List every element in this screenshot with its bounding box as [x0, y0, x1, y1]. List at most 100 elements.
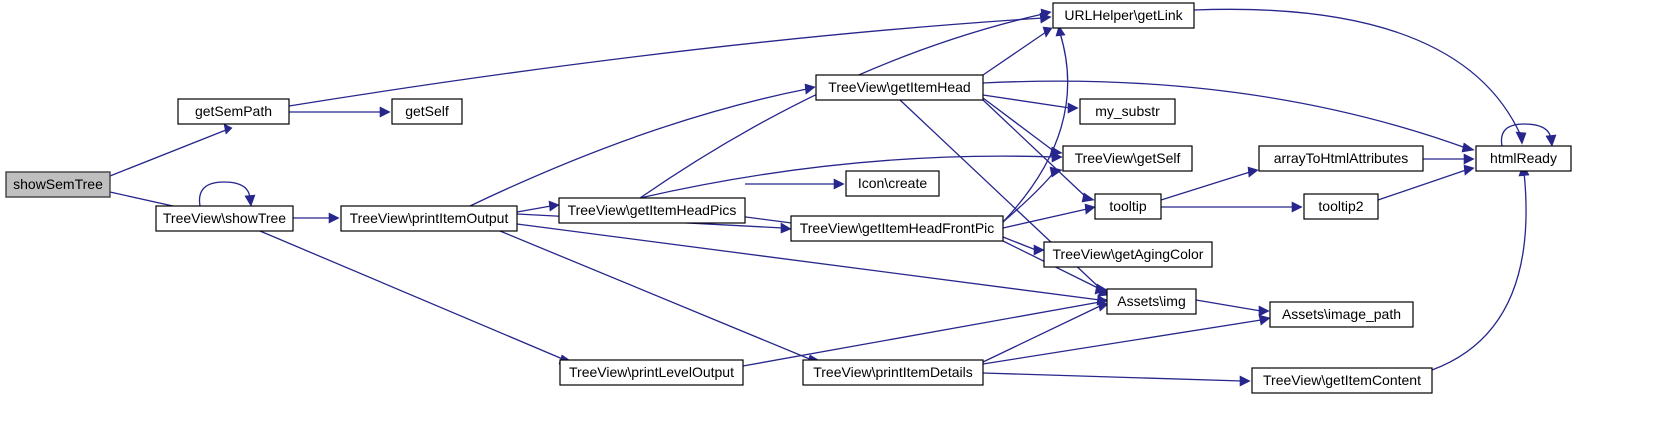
node-getItemHead[interactable]: TreeView\getItemHead	[815, 74, 984, 101]
arrow-head-icon	[1094, 283, 1108, 295]
arrow-head-icon	[1033, 244, 1045, 256]
arrow-head-icon	[1042, 26, 1053, 38]
arrow-head-icon	[379, 106, 391, 118]
node-printItemOutput[interactable]: TreeView\printItemOutput	[340, 205, 518, 232]
node-box-getAgingColor[interactable]	[1043, 241, 1213, 268]
node-box-printItemOutput[interactable]	[340, 205, 518, 232]
node-box-assetsImg[interactable]	[1106, 288, 1197, 315]
node-box-htmlReady[interactable]	[1475, 145, 1572, 172]
node-getSelf[interactable]: getSelf	[391, 98, 463, 125]
node-box-getItemHead[interactable]	[815, 74, 984, 101]
node-box-tooltip[interactable]	[1094, 193, 1162, 220]
edge-getSemPath-to-getSelf	[289, 106, 391, 118]
arrow-head-icon	[1049, 166, 1063, 178]
arrow-head-icon	[223, 123, 233, 135]
node-box-printLevelOutput[interactable]	[559, 359, 744, 386]
arrow-head-icon	[1545, 134, 1557, 147]
node-iconCreate[interactable]: Icon\create	[845, 170, 940, 197]
edge-printItemOutput-to-getItemHeadPics	[516, 200, 560, 213]
arrow-head-icon	[1461, 142, 1475, 153]
edge-getItemHeadPics-to-iconCreate	[745, 178, 845, 190]
edge-showTree-to-printLevelOutput	[259, 230, 573, 365]
node-getLink[interactable]: URLHelper\getLink	[1052, 2, 1195, 29]
edge-showTree-to-printItemOutput	[293, 212, 340, 224]
edge-printItemDetails-to-assetsImg	[982, 300, 1109, 363]
node-getItemHeadPics[interactable]: TreeView\getItemHeadPics	[558, 197, 746, 224]
arrow-head-icon	[1084, 203, 1096, 215]
edge-tooltip2-to-htmlReady	[1377, 164, 1475, 201]
node-getItemContent[interactable]: TreeView\getItemContent	[1251, 367, 1433, 394]
node-box-getItemHeadPics[interactable]	[558, 197, 746, 224]
node-getAgingColor[interactable]: TreeView\getAgingColor	[1043, 241, 1213, 268]
node-box-getSelfTV[interactable]	[1062, 145, 1193, 172]
edge-getItemHead-to-mySubstr	[982, 94, 1079, 114]
node-layer: showSemTree getSemPath getSelfTreeView\sho…	[5, 2, 1572, 394]
edge-printItemDetails-to-getItemContent	[982, 372, 1251, 387]
node-box-getSelf[interactable]	[391, 98, 463, 125]
node-box-getLink[interactable]	[1052, 2, 1195, 29]
node-tooltip2[interactable]: tooltip2	[1303, 193, 1379, 220]
edge-printLevelOutput-to-assetsImg	[742, 296, 1109, 367]
node-assetsImagePath[interactable]: Assets\image_path	[1269, 301, 1414, 328]
arrow-head-icon	[1258, 305, 1270, 317]
arrow-head-icon	[1081, 192, 1095, 203]
arrow-head-icon	[1258, 314, 1271, 326]
node-box-iconCreate[interactable]	[845, 170, 940, 197]
edge-getItemHeadFront-to-tooltip	[1002, 203, 1096, 229]
edge-arrayToHtml-to-htmlReady	[1423, 153, 1475, 165]
edge-layer	[109, 8, 1557, 387]
edge-getItemHead-to-getSelfTV	[982, 97, 1063, 157]
arrow-head-icon	[328, 212, 340, 224]
node-box-tooltip2[interactable]	[1303, 193, 1379, 220]
node-assetsImg[interactable]: Assets\img	[1106, 288, 1197, 315]
node-showSemTree[interactable]: showSemTree	[5, 171, 111, 198]
arrow-head-icon	[1040, 8, 1052, 20]
node-getItemHeadFront[interactable]: TreeView\getItemHeadFrontPic	[790, 215, 1004, 242]
edge-showSemTree-to-getSemPath	[109, 123, 233, 177]
edge-htmlReady-to-htmlReady	[1500, 123, 1557, 147]
edge-assetsImg-to-assetsImagePath	[1195, 299, 1270, 317]
arrow-head-icon	[548, 200, 560, 212]
node-box-printItemDetails[interactable]	[802, 359, 984, 386]
arrow-head-icon	[1067, 102, 1079, 114]
arrow-head-icon	[1463, 153, 1475, 165]
node-htmlReady[interactable]: htmlReady	[1475, 145, 1572, 172]
edge-getItemHead-to-getLink	[982, 26, 1053, 76]
arrow-head-icon	[1515, 131, 1527, 145]
arrow-head-icon	[804, 83, 816, 95]
node-getSelfTV[interactable]: TreeView\getSelf	[1062, 145, 1193, 172]
node-printItemDetails[interactable]: TreeView\printItemDetails	[802, 359, 984, 386]
arrow-head-icon	[1291, 201, 1303, 213]
node-mySubstr[interactable]: my_substr	[1079, 98, 1176, 125]
node-box-arrayToHtml[interactable]	[1258, 145, 1424, 172]
node-box-getSemPath[interactable]	[177, 98, 290, 125]
node-showTree[interactable]: TreeView\showTree	[155, 205, 294, 232]
node-box-assetsImagePath[interactable]	[1269, 301, 1414, 328]
node-tooltip[interactable]: tooltip	[1094, 193, 1162, 220]
edge-getItemHeadFront-to-getAgingColor	[1002, 236, 1045, 256]
edge-printItemOutput-to-printItemDetails	[499, 230, 821, 365]
node-printLevelOutput[interactable]: TreeView\printLevelOutput	[559, 359, 744, 386]
node-box-showTree[interactable]	[155, 205, 294, 232]
node-box-getItemContent[interactable]	[1251, 367, 1433, 394]
arrow-head-icon	[1097, 300, 1109, 312]
edge-printItemDetails-to-assetsImagePath	[982, 314, 1271, 365]
arrow-head-icon	[1463, 164, 1475, 176]
edge-getItemHeadFront-to-getSelfTV	[1002, 166, 1063, 223]
arrow-head-icon	[1247, 166, 1259, 178]
node-box-getItemHeadFront[interactable]	[790, 215, 1004, 242]
node-getSemPath[interactable]: getSemPath	[177, 98, 290, 125]
node-arrayToHtml[interactable]: arrayToHtmlAttributes	[1258, 145, 1424, 172]
edge-tooltip-to-tooltip2	[1161, 201, 1303, 213]
arrow-head-icon	[244, 194, 256, 207]
node-box-mySubstr[interactable]	[1079, 98, 1176, 125]
edge-showTree-to-showTree	[198, 181, 256, 207]
edge-getItemHead-to-htmlReady	[982, 80, 1475, 153]
edge-printItemOutput-to-getItemHead	[469, 83, 816, 207]
edge-getItemHead-to-tooltip	[982, 99, 1095, 203]
node-box-showSemTree[interactable]	[5, 171, 111, 198]
arrow-head-icon	[833, 178, 845, 190]
arrow-head-icon	[1239, 375, 1251, 387]
